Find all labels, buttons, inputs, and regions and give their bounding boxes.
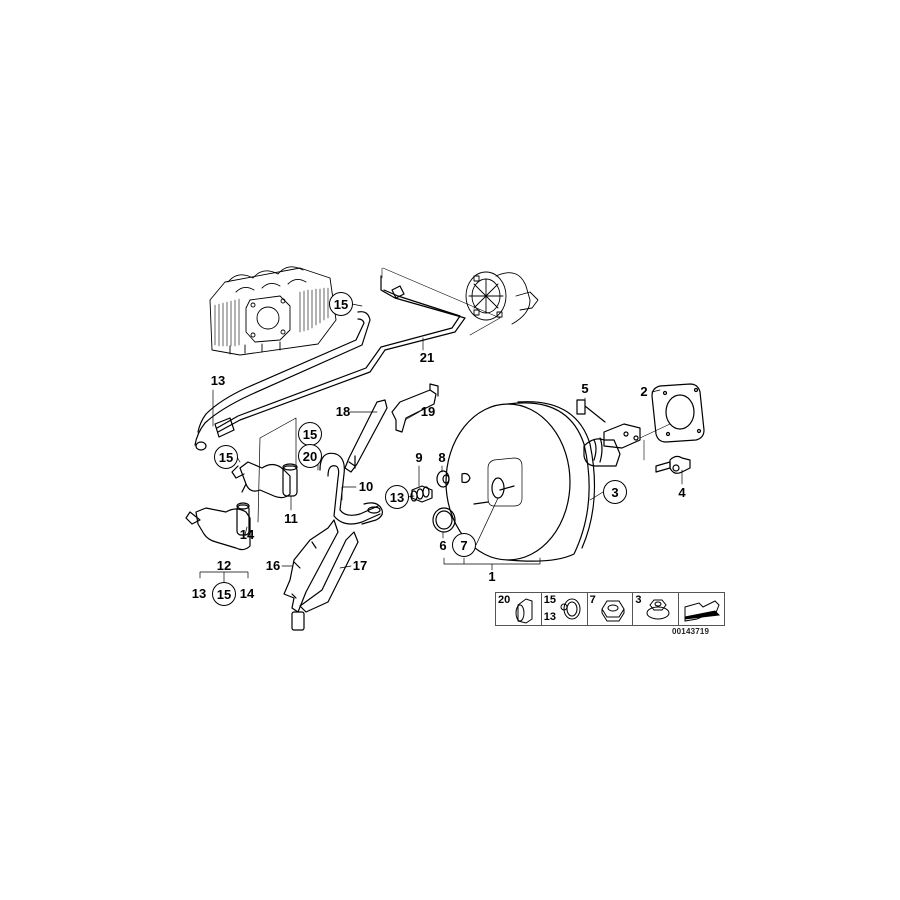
callout-3[interactable]: 3 <box>603 480 627 504</box>
legend-cell-arrow[interactable] <box>679 593 724 625</box>
vacuum-line-21 <box>214 267 466 438</box>
callout-4[interactable]: 4 <box>678 485 686 500</box>
callout-7[interactable]: 7 <box>452 533 476 557</box>
callout-13-circled[interactable]: 13 <box>385 485 409 509</box>
legend-cell-7[interactable]: 7 <box>588 593 634 625</box>
grommet-8 <box>436 470 471 488</box>
legend-cell-15-13[interactable]: 15 13 <box>542 593 588 625</box>
callout-2[interactable]: 2 <box>640 384 648 399</box>
callout-17[interactable]: 17 <box>352 558 368 573</box>
callout-12[interactable]: 12 <box>216 558 232 573</box>
direction-arrow-icon <box>684 600 721 622</box>
callout-6[interactable]: 6 <box>439 538 447 553</box>
callout-10[interactable]: 10 <box>358 479 374 494</box>
legend-cell-3[interactable]: 3 <box>633 593 680 625</box>
callout-11[interactable]: 11 <box>284 511 298 526</box>
bracket-17 <box>291 531 359 631</box>
callout-16[interactable]: 16 <box>265 558 281 573</box>
leader-lines <box>199 303 683 584</box>
callout-15-left[interactable]: 15 <box>214 445 238 469</box>
legend-number: 15 <box>543 594 557 606</box>
bracket-19 <box>391 383 439 433</box>
legend-number: 7 <box>589 594 596 606</box>
vacuum-hose-13 <box>194 311 371 451</box>
hose-clamp-icon <box>560 598 581 620</box>
callout-21[interactable]: 21 <box>419 350 435 365</box>
gasket-2 <box>639 383 705 443</box>
intake-manifold <box>209 266 337 356</box>
flange-nut-icon <box>646 599 670 620</box>
callout-1[interactable]: 1 <box>488 569 496 584</box>
callout-20[interactable]: 20 <box>298 444 322 468</box>
check-valve-11 <box>231 461 298 499</box>
clevis-pin-4 <box>643 439 691 474</box>
parts-legend: 20 15 13 7 3 <box>495 592 725 626</box>
vacuum-pump <box>465 271 539 325</box>
valve-14 <box>185 502 251 551</box>
fitting-9 <box>410 485 433 503</box>
callout-8[interactable]: 8 <box>438 450 446 465</box>
callout-13-top[interactable]: 13 <box>210 373 226 388</box>
callout-15-manifold[interactable]: 15 <box>329 292 353 316</box>
callout-19[interactable]: 19 <box>420 404 436 419</box>
callout-13-bottom[interactable]: 13 <box>191 586 207 601</box>
o-ring-6 <box>432 507 456 533</box>
bracket-18 <box>344 399 388 473</box>
callout-14-bottom[interactable]: 14 <box>239 586 255 601</box>
legend-cell-20[interactable]: 20 <box>496 593 542 625</box>
legend-number: 13 <box>543 611 557 623</box>
callout-14-top[interactable]: 14 <box>239 527 255 542</box>
callout-5[interactable]: 5 <box>581 381 589 396</box>
legend-number: 3 <box>635 594 642 606</box>
clip-5 <box>576 399 606 423</box>
callout-18[interactable]: 18 <box>335 404 351 419</box>
hex-nut-icon <box>601 600 625 622</box>
o-ring-6-inner <box>435 510 453 530</box>
grommet-icon <box>515 598 533 624</box>
hose-10 <box>319 452 383 525</box>
legend-number: 20 <box>498 594 511 606</box>
callout-15-bottom[interactable]: 15 <box>212 582 236 606</box>
bracket-16 <box>283 519 339 613</box>
callout-9[interactable]: 9 <box>415 450 423 465</box>
diagram-code: 00143719 <box>672 627 710 636</box>
callout-15-mid[interactable]: 15 <box>298 422 322 446</box>
